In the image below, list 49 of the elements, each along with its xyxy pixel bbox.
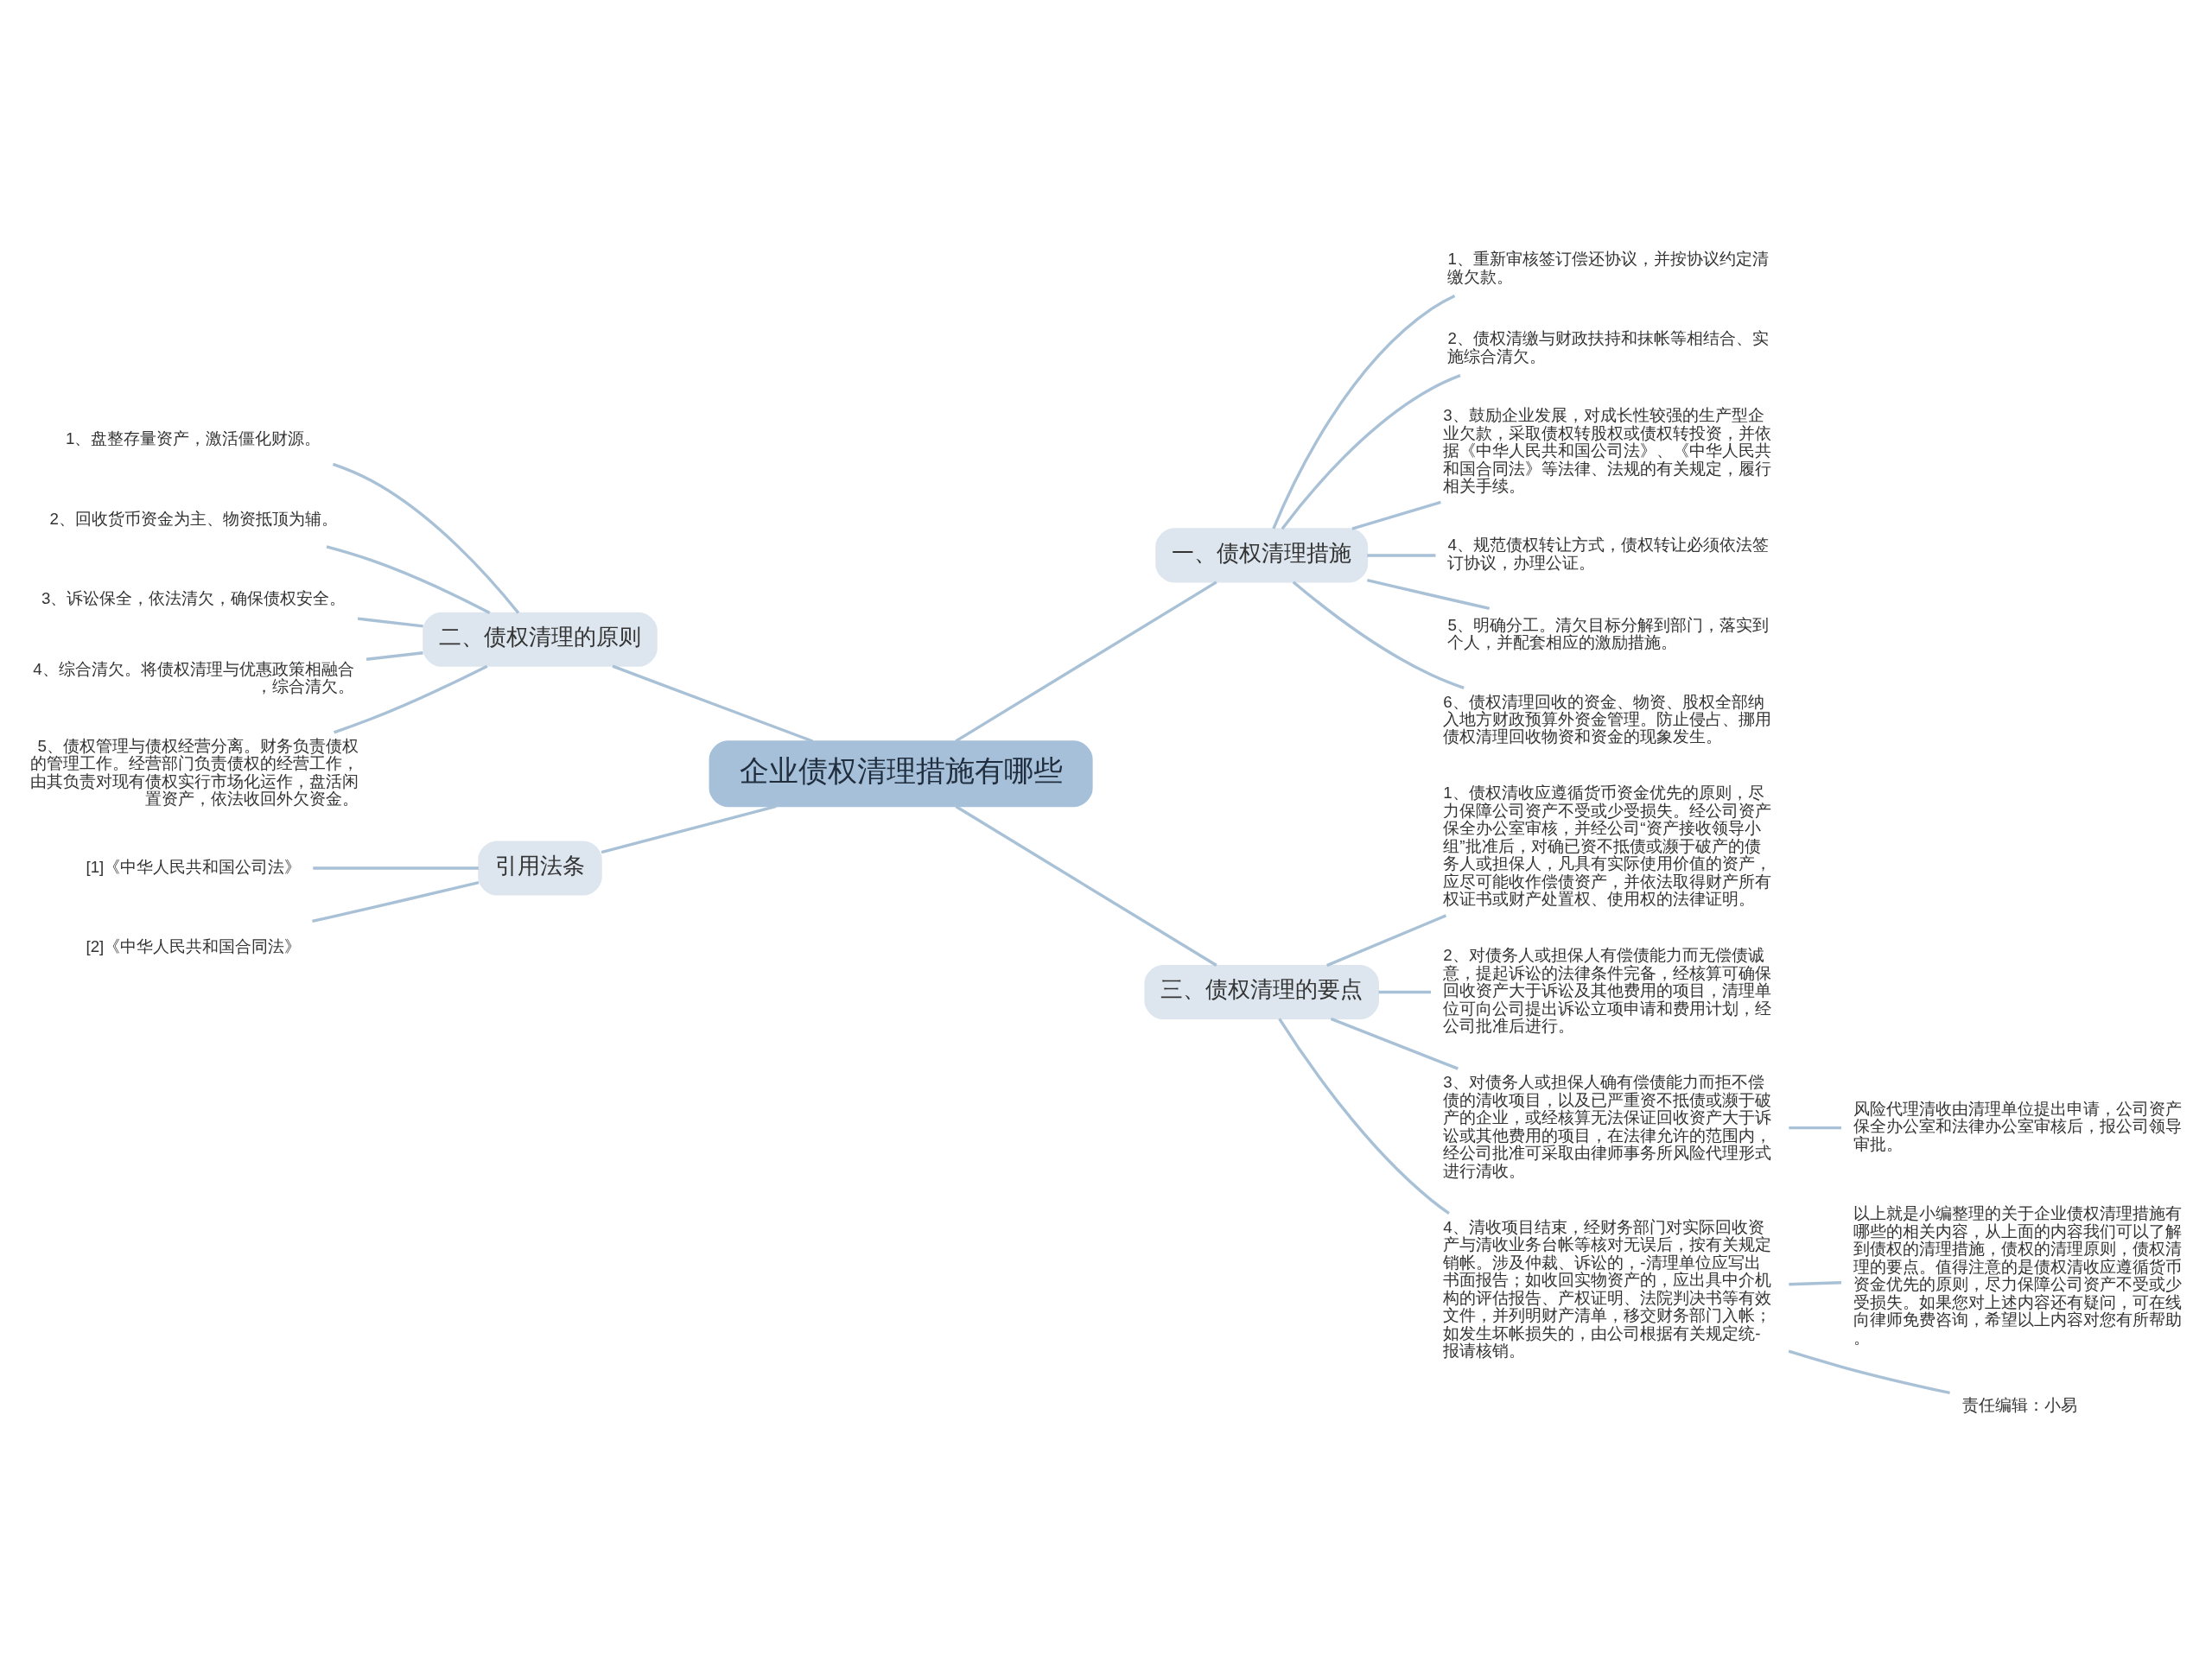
connector — [332, 462, 520, 614]
connector — [1378, 990, 1432, 993]
node-box: 企业债权清理措施有哪些 — [709, 739, 1093, 807]
connector — [1788, 1349, 1950, 1394]
node-box: 三、债权清理的要点 — [1144, 964, 1379, 1019]
connector — [1292, 580, 1465, 689]
connector — [1281, 373, 1461, 530]
node-box: 引用法条 — [478, 840, 602, 896]
node-text: 3、诉讼保全，依法清欠，确保债权安全。 — [41, 588, 346, 607]
node-text: 1、债权清收应遵循货币资金优先的原则，尽力保障公司资产不受或少受损失。经公司资产保全办公室审核，并经公司“资产接收领导小组”批准后，对确已资不抵债或濒于破产的债务人或担保人，凡具有实际使用价值的资产，应尽可能收作偿债资产，并依法取得财产所有权证书或财产处置权、使用权的法律证明。 — [1443, 783, 1772, 908]
node-text: [1]《中华人民共和国公司法》 — [86, 857, 302, 876]
connector — [334, 664, 488, 733]
connector — [365, 650, 423, 661]
node-text: 3、对债务人或担保人确有偿债能力而拒不偿债的清收项目，以及已严重资不抵债或濒于破产的企业，或经核算无法保证回收资产大于诉讼或其他费用的项目，在法律允许的范围内，经公司批准可采取由律师事务所风险代理形式进行清收。 — [1443, 1072, 1772, 1180]
connector — [1326, 913, 1447, 967]
node-text: 4、规范债权转让方式，债权转让必须依法签订协议，办理公证。 — [1447, 535, 1769, 572]
node-text: 责任编辑：小易 — [1961, 1395, 2077, 1414]
node-text: 4、清收项目结束，经财务部门对实际回收资产与清收业务台帐等核对无误后，按有关规定销帐。涉及仲裁、诉讼的，-清理单位应写出书面报告；如收回实物资产的，应出具中介机构的评估报告、产权证明、法院判决书等有效文件，并列明财产清单，移交财务部门入帐；如发生坏帐损失的，由公司根据有关规定统-报请核销。 — [1443, 1217, 1772, 1360]
connector — [601, 804, 777, 853]
node-box: 一、债权清理措施 — [1155, 527, 1369, 583]
connector — [1351, 500, 1441, 530]
node-text: 风险代理清收由清理单位提出申请，公司资产保全办公室和法律办公室审核后，报公司领导审批。 — [1853, 1099, 2183, 1153]
connector — [357, 616, 423, 628]
connector — [1330, 1017, 1459, 1070]
node-text: 2、债权清缴与财政扶持和抹帐等相结合、实施综合清欠。 — [1447, 328, 1769, 365]
node-text: 6、债权清理回收的资金、物资、股权全部纳入地方财政预算外资金管理。防止侵占、挪用债权清理回收物资和资金的现象发生。 — [1443, 692, 1772, 746]
node-text: [2]《中华人民共和国合同法》 — [86, 936, 302, 955]
node-text: 以上就是小编整理的关于企业债权清理措施有哪些的相关内容，从上面的内容我们可以了解到债权的清理措施，债权的清理原则，债权清理的要点。值得注意的是债权清收应遵循货币资金优先的原则，尽力保障公司资产不受或少受损失。如果您对上述内容还有疑问，可在线向律师免费咨询，希望以上内容对您有所帮助。 — [1853, 1203, 2183, 1347]
node-text: 5、债权管理与债权经营分离。财务负责债权的管理工作。经营部门负责债权的经营工作，由其负责对现有债权实行市场化运作，盘活闲置资产，依法收回外欠资金。 — [29, 736, 359, 808]
node-text: 2、回收货币资金为主、物资抵顶为辅。 — [49, 509, 338, 528]
connector — [313, 866, 479, 870]
connector — [326, 544, 491, 614]
connector — [955, 804, 1217, 967]
connector — [312, 880, 480, 923]
node-text: 2、对债务人或担保人有偿债能力而无偿债诚意，提起诉讼的法律条件完备，经核算可确保回收资产大于诉讼及其他费用的项目，清理单位可向公司提出诉讼立项申请和费用计划，经公司批准后进行。 — [1443, 945, 1772, 1035]
node-text: 1、盘整存量资产，激活僵化财源。 — [65, 428, 321, 447]
connector — [1272, 294, 1456, 530]
node-text: 4、综合清欠。将债权清理与优惠政策相融合，综合清欠。 — [33, 659, 354, 695]
node-text: 3、鼓励企业发展，对成长性较强的生产型企业欠款，采取债权转股权或债权转投资，并依据《中华人民共和国公司法》、《中华人民共和国合同法》等法律、法规的有关规定，履行相关手续。 — [1443, 405, 1772, 495]
connector — [1366, 578, 1491, 610]
node-text: 1、重新审核签订偿还协议，并按协议约定清缴欠款。 — [1447, 249, 1769, 286]
connector — [1789, 1126, 1841, 1129]
connector — [612, 664, 814, 743]
connector — [1789, 1280, 1841, 1285]
connector — [1278, 1017, 1450, 1215]
connector — [1367, 553, 1436, 557]
node-box: 二、债权清理的原则 — [423, 612, 658, 667]
node-text: 5、明确分工。清欠目标分解到部门，落实到个人，并配套相应的激励措施。 — [1447, 615, 1769, 651]
connector — [955, 580, 1217, 742]
